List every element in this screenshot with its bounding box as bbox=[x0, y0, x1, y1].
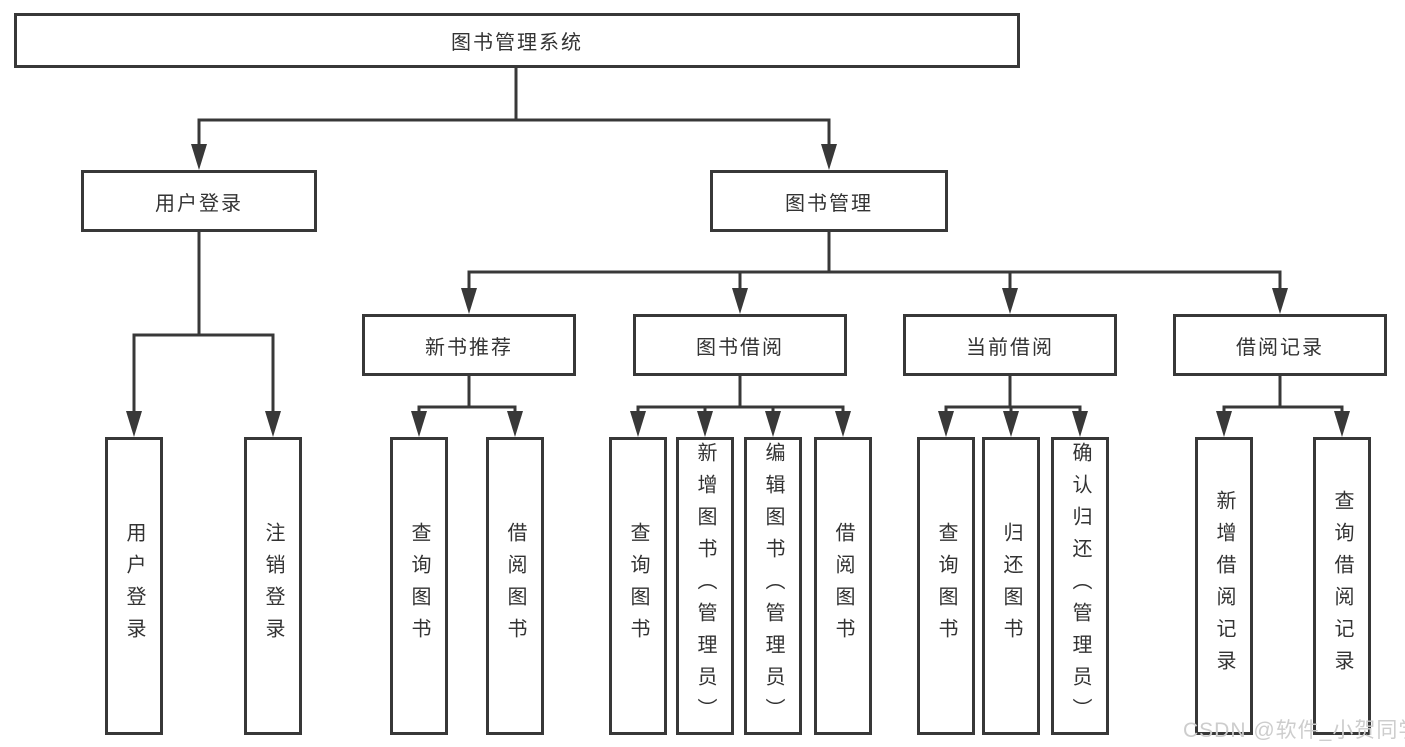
node-label: 图书管理 bbox=[785, 192, 873, 215]
leaf-query-books-recommend: 查询图书 bbox=[390, 437, 448, 735]
node-label: 编辑图书（管理员） bbox=[762, 442, 784, 730]
node-label: 用户登录 bbox=[155, 192, 243, 215]
leaf-add-book-admin: 新增图书（管理员） bbox=[676, 437, 734, 735]
leaf-query-borrow-record: 查询借阅记录 bbox=[1313, 437, 1371, 735]
node-label: 当前借阅 bbox=[966, 336, 1054, 359]
node-label: 图书管理系统 bbox=[451, 32, 583, 54]
node-label: 确认归还（管理员） bbox=[1069, 442, 1091, 730]
node-label: 新增借阅记录 bbox=[1213, 490, 1235, 682]
leaf-add-borrow-record: 新增借阅记录 bbox=[1195, 437, 1253, 735]
node-book-management-branch: 图书管理 bbox=[710, 170, 948, 232]
node-label: 图书借阅 bbox=[696, 336, 784, 359]
leaf-borrow-books-recommend: 借阅图书 bbox=[486, 437, 544, 735]
node-label: 借阅图书 bbox=[832, 522, 854, 650]
node-current-borrowing: 当前借阅 bbox=[903, 314, 1117, 376]
node-label: 查询借阅记录 bbox=[1331, 490, 1353, 682]
node-user-login-branch: 用户登录 bbox=[81, 170, 317, 232]
node-label: 查询图书 bbox=[935, 522, 957, 650]
node-new-book-recommendation: 新书推荐 bbox=[362, 314, 576, 376]
node-label: 归还图书 bbox=[1000, 522, 1022, 650]
leaf-return-books: 归还图书 bbox=[982, 437, 1040, 735]
root-node-library-system: 图书管理系统 bbox=[14, 13, 1020, 68]
node-label: 借阅图书 bbox=[504, 522, 526, 650]
node-borrowing-records: 借阅记录 bbox=[1173, 314, 1387, 376]
node-label: 查询图书 bbox=[627, 522, 649, 650]
node-book-borrowing: 图书借阅 bbox=[633, 314, 847, 376]
leaf-borrow-books-borrowing: 借阅图书 bbox=[814, 437, 872, 735]
leaf-edit-book-admin: 编辑图书（管理员） bbox=[744, 437, 802, 735]
leaf-query-books-borrowing: 查询图书 bbox=[609, 437, 667, 735]
node-label: 查询图书 bbox=[408, 522, 430, 650]
leaf-query-books-current: 查询图书 bbox=[917, 437, 975, 735]
csdn-watermark: CSDN @软件_小贺同学 bbox=[1183, 719, 1405, 742]
leaf-logout: 注销登录 bbox=[244, 437, 302, 735]
node-label: 借阅记录 bbox=[1236, 336, 1324, 359]
node-label: 新书推荐 bbox=[425, 336, 513, 359]
node-label: 新增图书（管理员） bbox=[694, 442, 716, 730]
leaf-user-login: 用户登录 bbox=[105, 437, 163, 735]
node-label: 注销登录 bbox=[262, 522, 284, 650]
leaf-confirm-return-admin: 确认归还（管理员） bbox=[1051, 437, 1109, 735]
node-label: 用户登录 bbox=[123, 522, 145, 650]
